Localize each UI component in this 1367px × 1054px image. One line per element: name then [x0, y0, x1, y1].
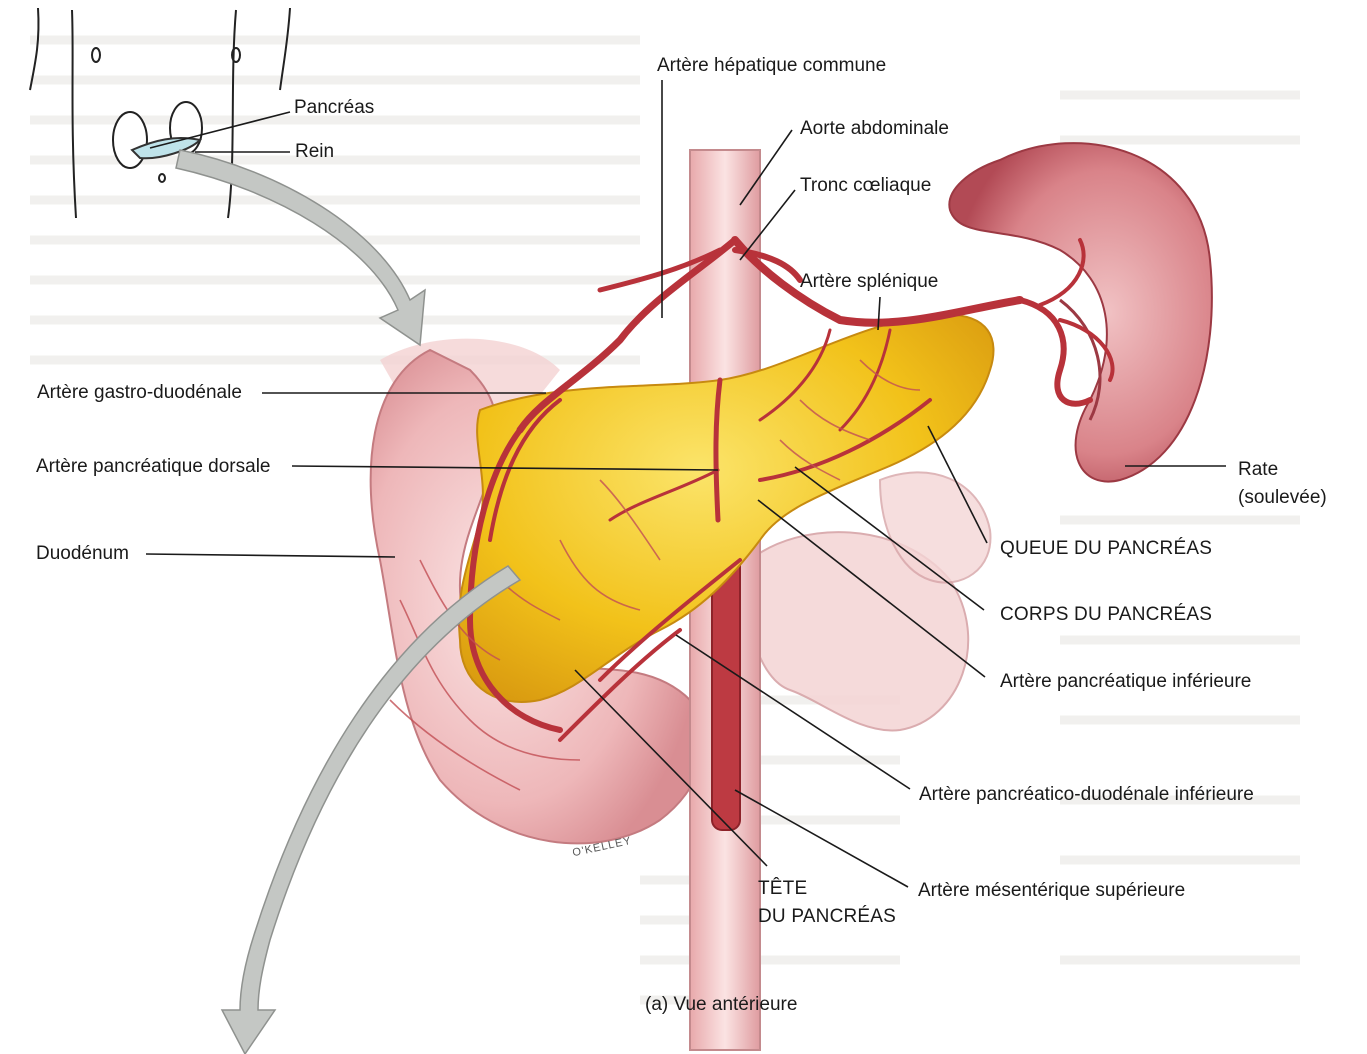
label-tete-du-pancreas: DU PANCRÉAS: [758, 906, 896, 928]
label-tronc-coeliaque: Tronc cœliaque: [800, 175, 931, 197]
label-artere-pancreatico-duodenale: Artère pancréatico-duodénale inférieure: [919, 784, 1254, 806]
label-artere-splenique: Artère splénique: [800, 271, 938, 293]
label-artere-pancreatique-inferieure: Artère pancréatique inférieure: [1000, 671, 1251, 693]
label-artere-gastro-duodenale: Artère gastro-duodénale: [37, 382, 242, 404]
magnification-arrows: [176, 150, 520, 1054]
label-queue-du-pancreas: QUEUE DU PANCRÉAS: [1000, 538, 1212, 560]
label-rein: Rein: [295, 141, 334, 163]
label-rate: Rate: [1238, 459, 1278, 481]
spleen: [949, 143, 1212, 481]
label-pancreas-inset: Pancréas: [294, 97, 374, 119]
label-artere-pancreatique-dorsale: Artère pancréatique dorsale: [36, 456, 270, 478]
label-duodenum: Duodénum: [36, 543, 129, 565]
label-artere-hepatique: Artère hépatique commune: [657, 55, 886, 77]
label-artere-mesenterique: Artère mésentérique supérieure: [918, 880, 1185, 902]
label-corps-du-pancreas: CORPS DU PANCRÉAS: [1000, 604, 1212, 626]
figure-caption: (a) Vue antérieure: [645, 994, 797, 1016]
label-aorte-abdominale: Aorte abdominale: [800, 118, 949, 140]
label-rate-souleve: (soulevée): [1238, 487, 1327, 509]
label-tete: TÊTE: [758, 878, 807, 900]
